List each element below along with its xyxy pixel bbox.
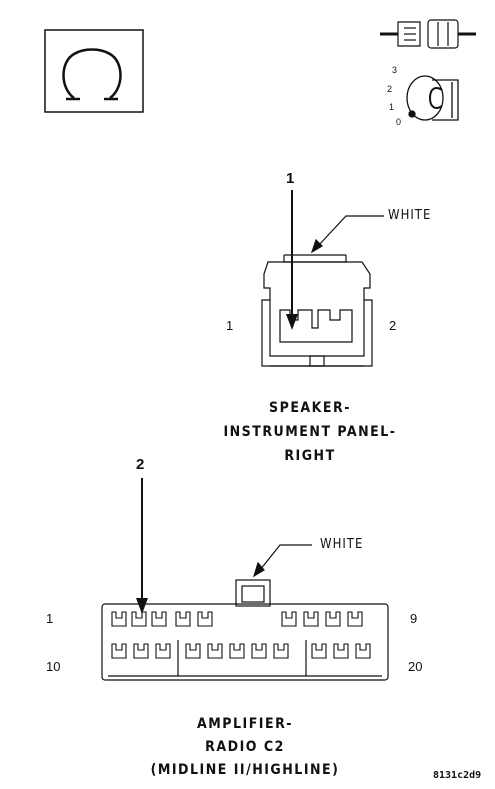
pin-cavity <box>197 611 213 627</box>
amplifier-caption-line2: RADIO C2 <box>205 739 285 755</box>
pin-cavity <box>155 643 171 659</box>
pin-cavity <box>325 611 341 627</box>
amplifier-caption-line1: AMPLIFIER- <box>196 716 294 732</box>
pin-cavity <box>185 643 201 659</box>
callout-arrow-1 <box>286 190 298 330</box>
pin-cavity <box>229 643 245 659</box>
pin-cavity <box>281 611 297 627</box>
pin-cavity <box>333 643 349 659</box>
speaker-caption-line2: INSTRUMENT PANEL- <box>223 424 397 440</box>
pin-cavity <box>131 611 147 627</box>
ignition-key-icon <box>406 75 459 121</box>
pin-cavity <box>151 611 167 627</box>
speaker-connector-drawing <box>261 215 384 367</box>
amplifier-pin-10-label: 10 <box>46 659 61 674</box>
ignition-position-3: 3 <box>392 65 398 75</box>
connector-pair-icon <box>380 19 476 49</box>
pin-cavity <box>111 643 127 659</box>
callout-arrow-2 <box>136 478 148 614</box>
amplifier-pin-9-label: 9 <box>410 611 418 626</box>
pin-cavity <box>133 643 149 659</box>
pin-cavity <box>251 643 267 659</box>
speaker-wire-color: WHITE <box>388 208 432 223</box>
ignition-position-2: 2 <box>387 84 393 94</box>
pin-cavity <box>111 611 127 627</box>
pin-cavity <box>175 611 191 627</box>
omega-symbol-icon <box>44 29 144 113</box>
pin-cavity <box>355 643 371 659</box>
speaker-caption-line1: SPEAKER- <box>269 400 351 416</box>
pin-cavity <box>347 611 363 627</box>
pin-cavity <box>303 611 319 627</box>
amplifier-wire-color: WHITE <box>320 537 364 552</box>
amplifier-pin-cavities <box>111 611 371 659</box>
pin-cavity <box>311 643 327 659</box>
amplifier-caption-line3: (MIDLINE II/HIGHLINE) <box>150 762 340 778</box>
amplifier-pin-20-label: 20 <box>408 659 423 674</box>
pin-cavity <box>207 643 223 659</box>
speaker-pin-1-label: 1 <box>226 318 234 333</box>
ignition-position-0: 0 <box>396 117 402 127</box>
ignition-position-1: 1 <box>389 102 395 112</box>
figure-code: 8131c2d9 <box>433 770 482 781</box>
callout-number-1: 1 <box>286 170 295 187</box>
speaker-pin-2-label: 2 <box>389 318 397 333</box>
amplifier-pin-1-label: 1 <box>46 611 54 626</box>
speaker-caption-line3: RIGHT <box>284 448 336 464</box>
pin-cavity <box>273 643 289 659</box>
amplifier-connector-drawing <box>101 544 389 681</box>
callout-number-2: 2 <box>136 456 145 473</box>
